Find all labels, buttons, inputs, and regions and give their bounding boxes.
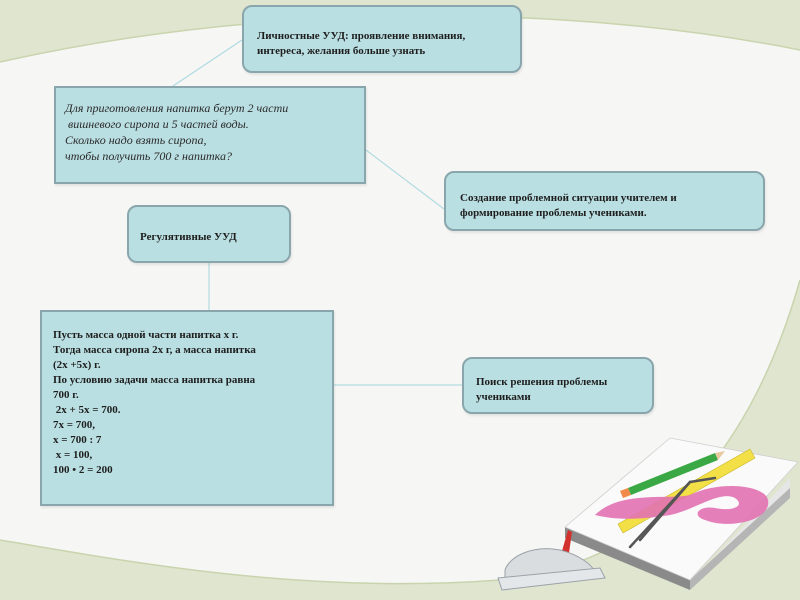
protractor — [497, 548, 606, 591]
text-line: Поиск решения проблемы — [476, 376, 608, 388]
text-line: Личностные УУД: проявление внимания, — [257, 30, 466, 42]
compass — [628, 476, 717, 549]
text-line: По условию задачи масса напитка равна — [53, 374, 256, 386]
text-line: формирование проблемы учениками. — [460, 207, 647, 219]
task-problem-box: Для приготовления напитка берут 2 части … — [54, 86, 366, 184]
text-line: 700 г. — [53, 389, 79, 401]
pencil — [620, 451, 725, 498]
connector-personal-task — [172, 39, 243, 87]
connector-task-problem — [365, 149, 445, 210]
text-line: (2х +5х) г. — [53, 359, 101, 371]
text-line: вишневого сиропа и 5 частей воды. — [65, 117, 249, 131]
text-line: 100 • 2 = 200 — [53, 464, 113, 476]
text-line: Создание проблемной ситуации учителем и — [460, 192, 677, 204]
text-line: чтобы получить 700 г напитка? — [65, 149, 232, 163]
text-line: х = 100, — [53, 449, 93, 461]
french-curve — [595, 485, 769, 524]
text-line: х = 700 : 7 — [53, 434, 102, 446]
text-line: учениками — [476, 391, 531, 403]
personal-uud-box: Личностные УУД: проявление внимания, инт… — [242, 5, 522, 73]
text-line: Регулятивные УУД — [140, 231, 237, 243]
solution-box: Пусть масса одной части напитка х г. Тог… — [40, 310, 334, 506]
bottom-green-band — [0, 280, 800, 600]
text-line: Сколько надо взять сиропа, — [65, 133, 207, 147]
text-line: интереса, желания больше узнать — [257, 45, 426, 57]
text-line: Пусть масса одной части напитка х г. — [53, 329, 239, 341]
problem-situation-box: Создание проблемной ситуации учителем и … — [444, 171, 765, 231]
text-line: 7х = 700, — [53, 419, 96, 431]
solution-search-box: Поиск решения проблемы учениками — [462, 357, 654, 414]
text-line: 2х + 5х = 700. — [53, 404, 121, 416]
top-green-band — [0, 0, 800, 62]
text-line: Для приготовления напитка берут 2 части — [65, 101, 289, 115]
regulatory-uud-box: Регулятивные УУД — [127, 205, 291, 263]
book-with-pencil-ruler-compass-protractor-icon — [497, 437, 799, 591]
text-line: Тогда масса сиропа 2х г, а масса напитка — [53, 344, 256, 356]
